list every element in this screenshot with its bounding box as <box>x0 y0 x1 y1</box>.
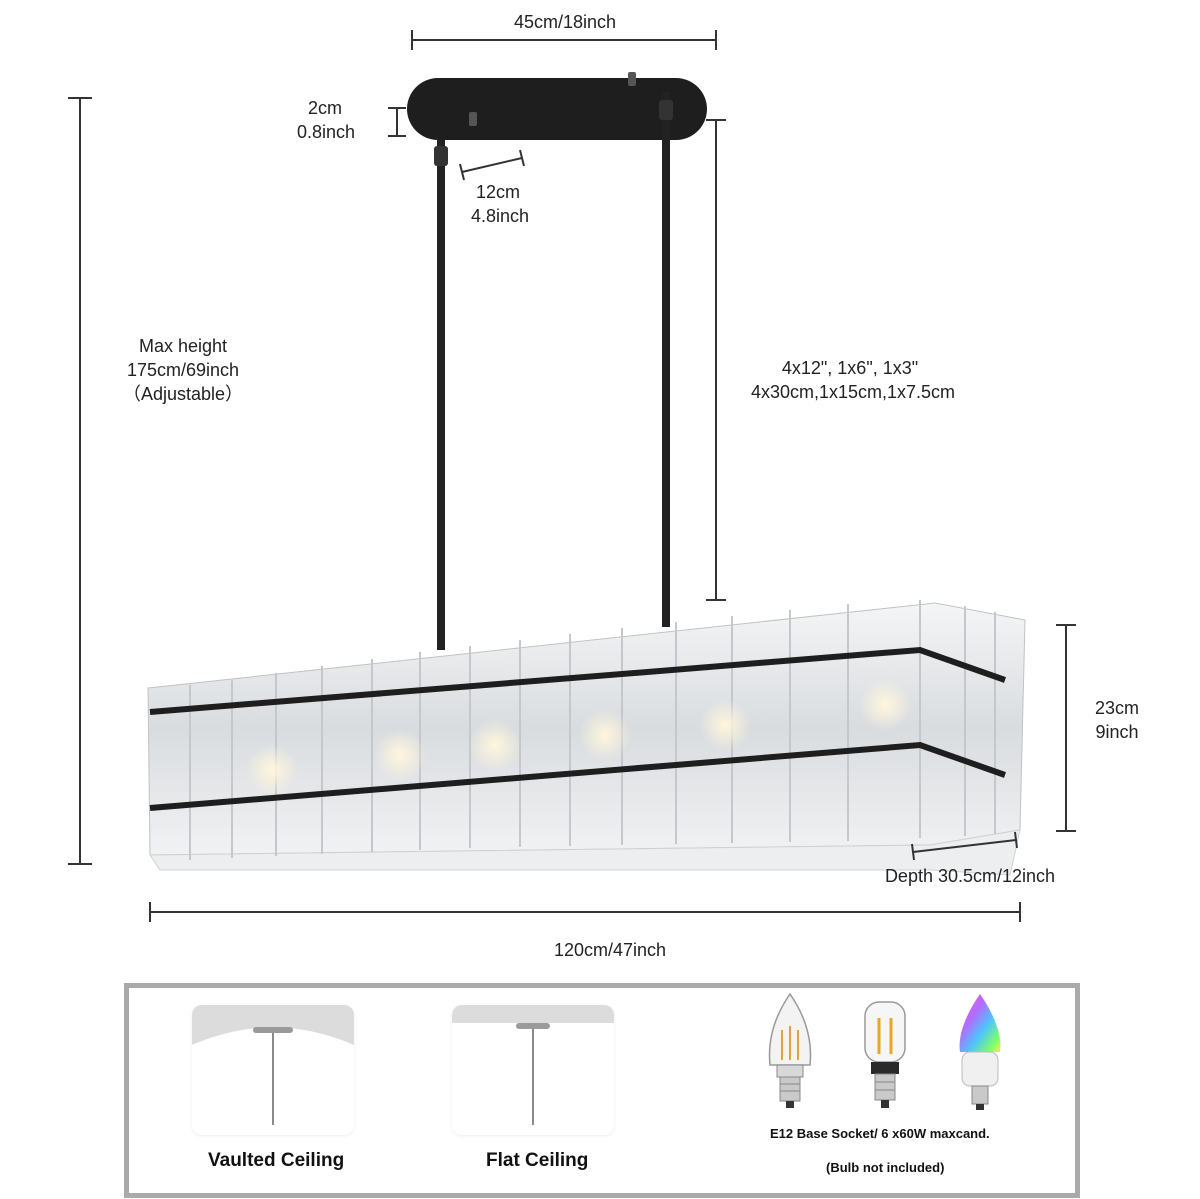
vaulted-ceiling-icon <box>192 1005 354 1135</box>
length-label: 120cm/47inch <box>553 940 667 960</box>
rgb-smart-bulb-icon <box>959 994 1001 1110</box>
max-height-value-label: 175cm/69inch <box>126 360 240 380</box>
shade-height-in-label: 9inch <box>1095 722 1139 742</box>
vaulted-ceiling-card <box>192 1005 354 1135</box>
depth-label: Depth 30.5cm/12inch <box>884 866 1056 886</box>
max-height-label: Max height <box>138 336 228 356</box>
canopy-spacing-in-label: 4.8inch <box>470 206 530 226</box>
canopy-height-cm-label: 2cm <box>307 98 342 118</box>
adjustable-label: （Adjustable） <box>122 384 244 404</box>
rods-inch-label: 4x12", 1x6", 1x3" <box>781 358 919 378</box>
shade-height-cm-label: 23cm <box>1094 698 1139 718</box>
rods-cm-label: 4x30cm,1x15cm,1x7.5cm <box>750 382 956 402</box>
dimension-lines <box>68 30 1076 922</box>
bulb-socket-text: E12 Base Socket/ 6 x60W maxcand. <box>770 1126 990 1141</box>
tubular-bulb-icon <box>864 1001 906 1108</box>
flat-ceiling-card <box>452 1005 614 1135</box>
flat-ceiling-icon <box>452 1005 614 1135</box>
bulb-not-included-note: (Bulb not included) <box>826 1160 945 1175</box>
clear-candle-bulb-icon <box>768 992 812 1108</box>
canopy <box>407 72 707 140</box>
canopy-spacing-cm-label: 12cm <box>475 182 520 202</box>
canopy-height-in-label: 0.8inch <box>296 122 356 142</box>
flat-ceiling-label: Flat Ceiling <box>486 1150 589 1171</box>
vaulted-ceiling-label: Vaulted Ceiling <box>208 1150 345 1171</box>
glass-shade <box>147 600 1026 876</box>
suspension-rods <box>434 92 673 650</box>
canopy-width-label: 45cm/18inch <box>513 12 617 32</box>
